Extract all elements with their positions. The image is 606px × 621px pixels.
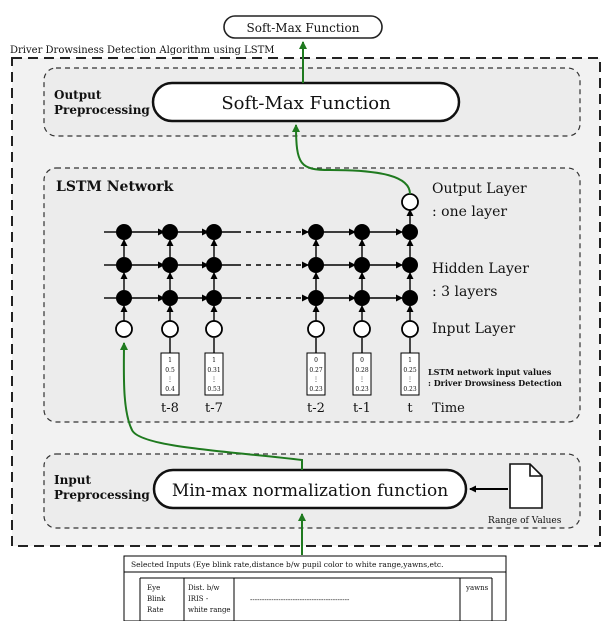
hidden-node [308,257,324,273]
output-preprocessing-label-1: Output [54,88,102,102]
input-layer-label: Input Layer [432,321,515,337]
svg-text:------------------------------: ----------------------------------------… [250,596,350,604]
hidden-nodes [116,224,418,306]
svg-text:0.28: 0.28 [355,367,369,374]
svg-text:0.27: 0.27 [309,367,323,374]
input-node [307,320,325,338]
svg-text:0.23: 0.23 [403,386,417,393]
selected-inputs-title: Selected Inputs (Eye blink rate,distance… [131,560,444,569]
hidden-node [116,224,132,240]
output-layer-label-1: Output Layer [432,181,527,197]
hidden-node [162,290,178,306]
hidden-node [206,224,222,240]
svg-text:0.23: 0.23 [355,386,369,393]
input-nodes [115,320,419,338]
input-vectors: 1 0.5 ⋮ 0.4 1 0.31 ⋮ 0.53 0 0.27 ⋮ 0.23 … [160,352,420,396]
svg-text:⋮: ⋮ [359,376,365,383]
svg-text:1: 1 [212,357,216,364]
svg-text:0: 0 [360,357,364,364]
time-step-label: t-1 [353,401,371,416]
hidden-node [116,290,132,306]
time-step-label: t-8 [161,401,179,416]
input-values-label-1: LSTM network input values [428,367,552,377]
network-vertical-edges [120,209,414,353]
svg-text:0.31: 0.31 [207,367,220,374]
input-vector-1: 1 0.31 ⋮ 0.53 [204,352,224,396]
svg-text:0.23: 0.23 [309,386,323,393]
svg-text:IRIS -: IRIS - [188,595,209,603]
softmax-box-label: Soft-Max Function [221,93,391,114]
flow-output-to-softmax [292,124,411,195]
svg-text:⋮: ⋮ [313,376,319,383]
input-preprocessing-label-1: Input [54,473,91,487]
input-vector-3: 0 0.28 ⋮ 0.23 [352,352,372,396]
svg-text:0.53: 0.53 [207,386,221,393]
input-preprocessing-label-2: Preprocessing [54,488,150,502]
hidden-node [354,224,370,240]
svg-text:Blink: Blink [147,595,166,603]
softmax-box [151,81,461,123]
svg-text:Dist. b/w: Dist. b/w [188,584,220,592]
svg-text:white range: white range [188,606,231,614]
time-step-label: t-2 [307,401,325,416]
minmax-box-label: Min-max normalization function [172,481,448,501]
hidden-node [162,257,178,273]
svg-text:yawns: yawns [465,584,489,592]
hidden-node [206,290,222,306]
output-layer-label-2: : one layer [432,204,507,220]
svg-text:0.4: 0.4 [165,386,175,393]
range-of-values-label: Range of Values [488,516,562,526]
outer-title: Driver Drowsiness Detection Algorithm us… [10,45,275,56]
selected-inputs-table: Selected Inputs (Eye blink rate,distance… [123,555,507,621]
svg-text:Eye: Eye [147,584,160,592]
top-softmax-label: Soft-Max Function [247,21,360,35]
svg-text:0: 0 [314,357,318,364]
svg-text:Rate: Rate [147,606,164,614]
svg-text:0.25: 0.25 [403,367,417,374]
hidden-node [162,224,178,240]
svg-text:1: 1 [408,357,412,364]
input-vector-0: 1 0.5 ⋮ 0.4 [160,352,180,396]
svg-text:⋮: ⋮ [211,376,217,383]
input-vector-4: 1 0.25 ⋮ 0.23 [400,352,420,396]
input-vector-2: 0 0.27 ⋮ 0.23 [306,352,326,396]
output-node [401,193,419,211]
top-softmax-box [223,15,383,39]
input-node [353,320,371,338]
hidden-layer-label-2: : 3 layers [432,284,497,300]
time-step-label: t [407,401,413,416]
hidden-node [308,290,324,306]
svg-text:⋮: ⋮ [167,376,173,383]
network-gap-edges [236,228,309,302]
hidden-node [354,257,370,273]
hidden-node [206,257,222,273]
hidden-node [402,257,418,273]
hidden-node [402,290,418,306]
time-steps: t-8 t-7 t-2 t-1 t [161,401,413,416]
svg-text:0.5: 0.5 [165,367,175,374]
hidden-node [354,290,370,306]
document-icon [509,463,543,509]
green-flow-arrows [119,41,411,555]
hidden-node [402,224,418,240]
output-preprocessing-label-2: Preprocessing [54,103,150,117]
svg-text:⋮: ⋮ [407,376,413,383]
lstm-network-title: LSTM Network [56,179,174,195]
hidden-node [116,257,132,273]
minmax-box [152,468,468,510]
flow-minmax-to-input-layer [119,342,303,470]
input-values-label-2: : Driver Drowsiness Detection [428,378,562,388]
hidden-node [308,224,324,240]
svg-text:1: 1 [168,357,172,364]
time-axis-label: Time [432,401,465,416]
input-node [205,320,223,338]
input-node [161,320,179,338]
hidden-layer-label-1: Hidden Layer [432,261,529,277]
input-node [115,320,133,338]
input-node [401,320,419,338]
time-step-label: t-7 [205,401,223,416]
